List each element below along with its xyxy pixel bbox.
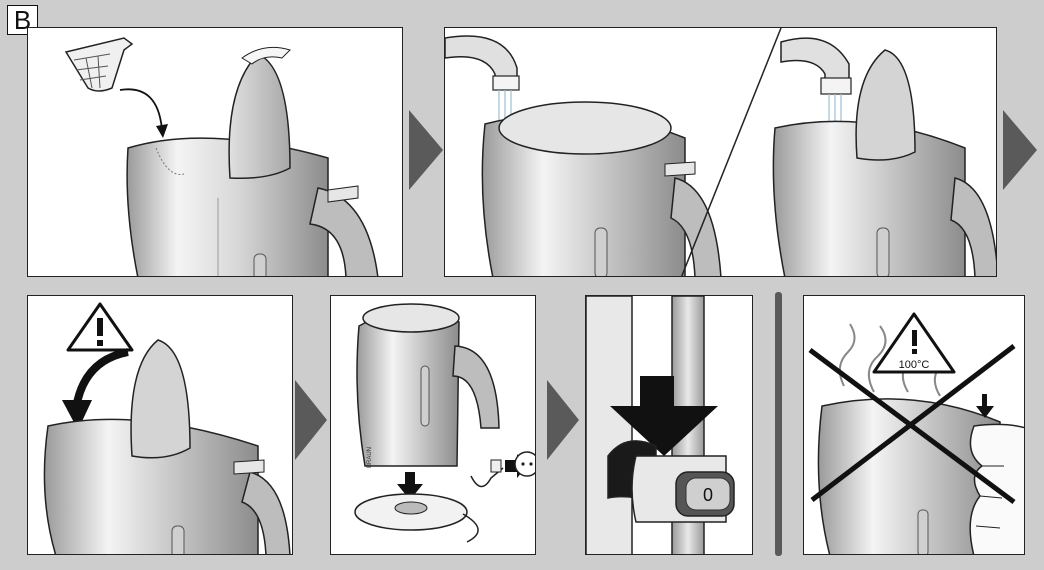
close-direction-arrow [76, 352, 128, 408]
filter-icon [66, 38, 132, 91]
separator-bar [775, 292, 782, 556]
next-step-arrow-4 [545, 380, 581, 460]
next-step-arrow-2 [999, 110, 1039, 190]
step-switch-on-panel: 0 [585, 295, 753, 555]
insert-arrow [120, 89, 162, 130]
warning-icon [68, 304, 132, 350]
step-place-on-base-illustration: BRAUN [331, 296, 536, 555]
kettle-body [44, 340, 290, 555]
step-fill-water-illustration [445, 28, 997, 277]
insert-arrow-head [156, 124, 168, 138]
kettle-side [586, 296, 632, 555]
step-place-on-base-panel: BRAUN [330, 295, 536, 555]
step-switch-on-illustration: 0 [586, 296, 753, 555]
power-base [355, 494, 478, 542]
next-step-arrow-1 [405, 110, 445, 190]
kettle-lid [229, 47, 290, 178]
step-fill-water-panel [444, 27, 997, 277]
step-close-lid-panel [27, 295, 293, 555]
hot-warning-panel: 100°C [803, 295, 1025, 555]
power-cord [471, 460, 503, 487]
power-symbol: 0 [703, 485, 713, 505]
kettle-body: BRAUN [357, 304, 499, 468]
temperature-label: 100°C [899, 359, 930, 371]
kettle-closed [482, 102, 721, 277]
kettle-open-lid [773, 50, 997, 277]
brand-mark: BRAUN [367, 447, 373, 468]
step-insert-filter-illustration [28, 28, 403, 277]
view-divider [681, 28, 781, 277]
hot-warning-illustration: 100°C [804, 296, 1025, 555]
power-switch: 0 [632, 456, 734, 522]
step-insert-filter-panel [27, 27, 403, 277]
next-step-arrow-3 [293, 380, 329, 460]
wall-socket-icon [515, 452, 536, 476]
step-close-lid-illustration [28, 296, 293, 555]
